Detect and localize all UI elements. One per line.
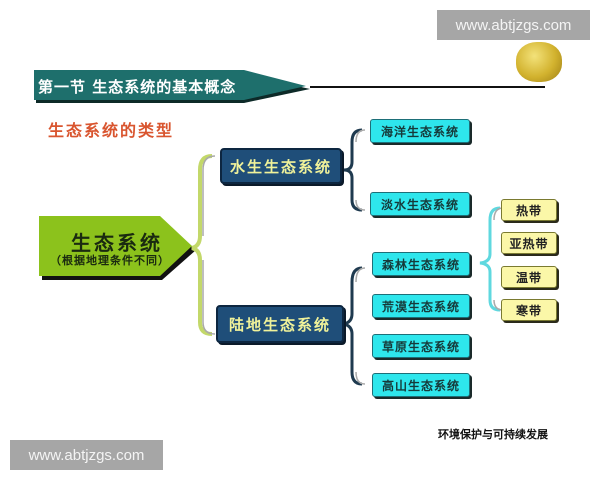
header-divider [310, 86, 545, 88]
node-alpine-ecosystem: 高山生态系统 [372, 373, 470, 397]
node-grassland-ecosystem: 草原生态系统 [372, 334, 470, 358]
footer-caption: 环境保护与可持续发展 [438, 428, 548, 441]
node-terrestrial-ecosystem: 陆地生态系统 [216, 305, 344, 343]
node-freshwater-ecosystem: 淡水生态系统 [370, 192, 470, 216]
node-frigid: 寒带 [501, 299, 557, 321]
banner-title: 第一节 生态系统的基本概念 [38, 78, 237, 96]
node-tropical: 热带 [501, 199, 557, 221]
node-subtropical: 亚热带 [501, 232, 557, 254]
node-forest-ecosystem: 森林生态系统 [372, 252, 470, 276]
watermark-top-right: www.abtjzgs.com [437, 10, 590, 40]
node-aquatic-ecosystem: 水生生态系统 [220, 148, 342, 184]
root-node-note: （根据地理条件不同） [50, 254, 170, 267]
page-subtitle: 生态系统的类型 [48, 121, 175, 140]
watermark-bottom-left: www.abtjzgs.com [10, 440, 163, 470]
node-marine-ecosystem: 海洋生态系统 [370, 119, 470, 143]
root-node-title: 生态系统 [71, 231, 163, 255]
node-temperate: 温带 [501, 266, 557, 288]
node-desert-ecosystem: 荒漠生态系统 [372, 294, 470, 318]
title-banner [34, 70, 310, 103]
medal-icon [516, 42, 562, 82]
